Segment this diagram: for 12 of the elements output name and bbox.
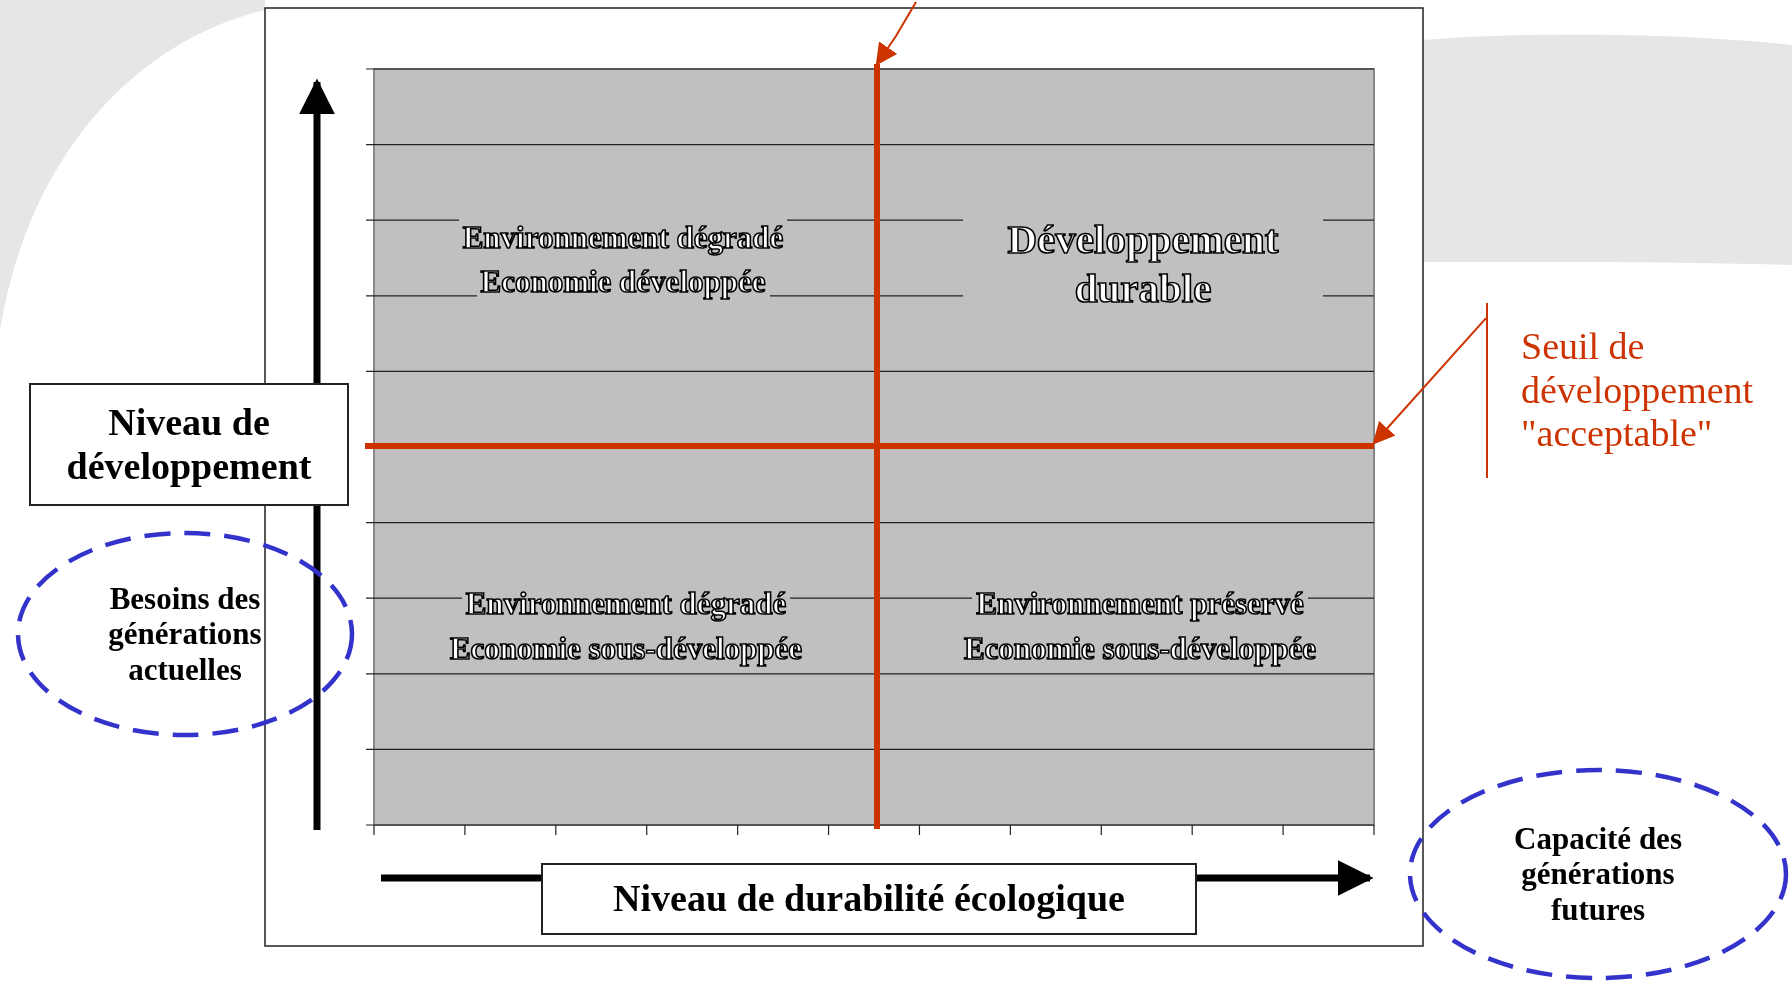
- dashed-ellipse: [14, 529, 356, 739]
- axis-title: Niveau de développement: [65, 400, 313, 489]
- ellipse-label: Capacité des générations futures: [1513, 820, 1683, 928]
- dashed-ellipse: [1406, 766, 1790, 982]
- axis-title: Niveau de durabilité écologique: [613, 877, 1125, 921]
- quadrant-label: Environnement dégradé: [458, 219, 788, 257]
- ellipse-label: Besoins des générations actuelles: [107, 580, 263, 688]
- arrow: [875, 1, 917, 66]
- annotation-text: Seuil de développement "acceptable": [1521, 324, 1755, 457]
- axis-title-box: [29, 383, 349, 506]
- leader-arrow: [1372, 317, 1487, 445]
- axis-title-box: [541, 863, 1197, 935]
